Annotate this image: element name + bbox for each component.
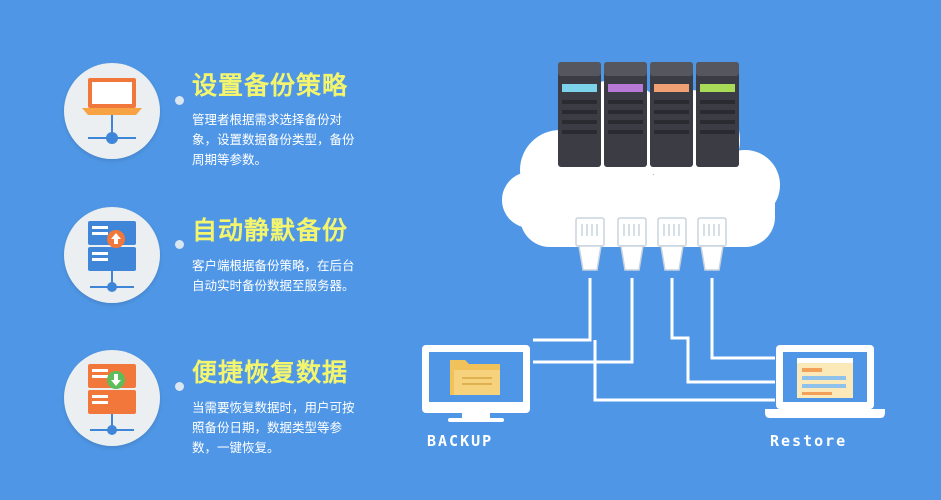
server-4 xyxy=(696,62,739,167)
feature-1-icon-circle xyxy=(64,63,160,159)
feature-3-title: 便捷恢复数据 xyxy=(192,358,349,387)
server-3 xyxy=(650,62,693,167)
server-2 xyxy=(604,62,647,167)
plug-1-icon xyxy=(575,217,605,271)
feature-3-desc: 当需要恢复数据时，用户可按照备份日期，数据类型等参数，一键恢复。 xyxy=(192,400,355,455)
feature-1-dot xyxy=(175,96,184,105)
server-rack xyxy=(558,62,739,167)
restore-label: Restore xyxy=(770,432,848,450)
feature-3-dot xyxy=(175,382,184,391)
feature-2-title: 自动静默备份 xyxy=(192,216,349,245)
backup-monitor-icon xyxy=(422,345,530,422)
feature-1-desc: 管理者根据需求选择备份对象，设置数据备份类型，备份周期等参数。 xyxy=(192,112,355,167)
plug-2-icon xyxy=(617,217,647,271)
laptop-network-icon xyxy=(82,78,142,144)
feature-1-title: 设置备份策略 xyxy=(192,71,349,100)
plug-3-icon xyxy=(657,217,687,271)
server-upload-icon xyxy=(88,221,136,292)
feature-2-desc: 客户端根据备份策略，在后台自动实时备份数据至服务器。 xyxy=(192,258,355,293)
network-plugs xyxy=(575,217,727,271)
feature-3-icon-circle xyxy=(64,350,160,446)
feature-2-icon-circle xyxy=(64,207,160,303)
network-cables xyxy=(533,278,775,402)
server-1 xyxy=(558,62,601,167)
feature-2-dot xyxy=(175,240,184,249)
restore-laptop-icon xyxy=(765,345,885,418)
plug-4-icon xyxy=(697,217,727,271)
backup-label: BACKUP xyxy=(427,432,494,450)
server-download-icon xyxy=(88,364,136,435)
